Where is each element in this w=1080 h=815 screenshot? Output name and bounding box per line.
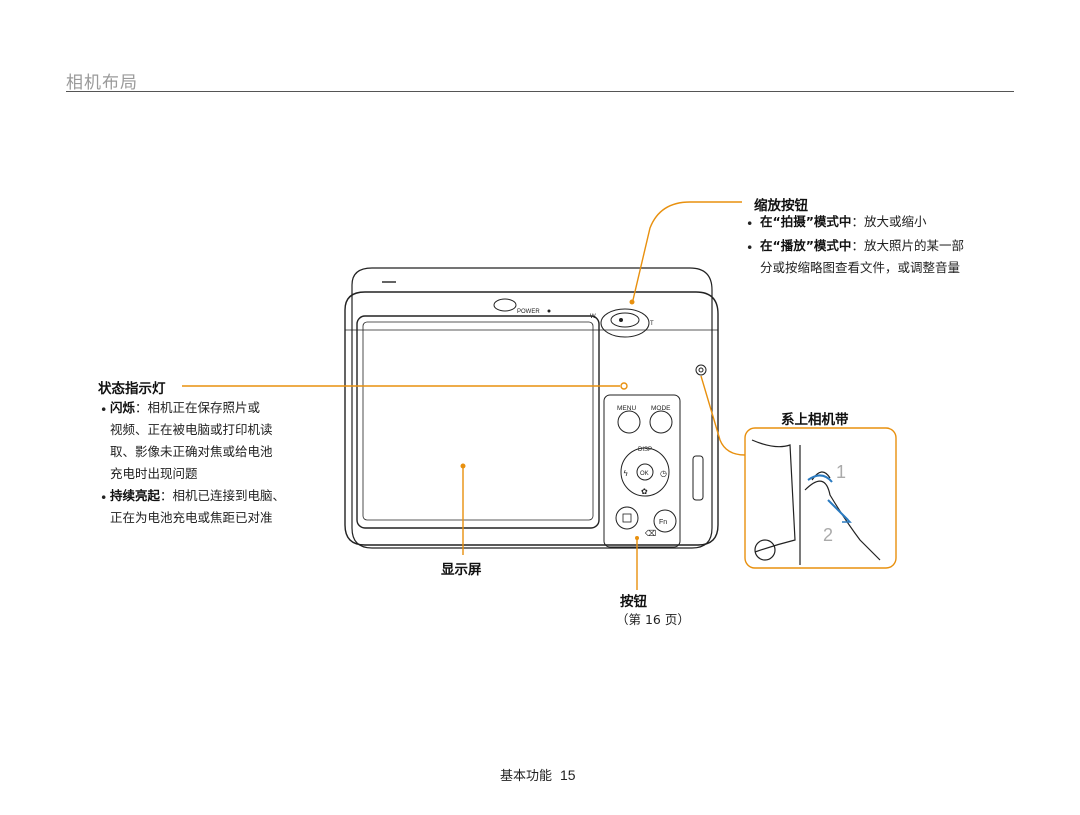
bullet-icon: •	[100, 490, 108, 505]
strap-lug	[692, 364, 707, 501]
mode-label: MODE	[651, 405, 671, 412]
status-steady-desc: 持续亮起：相机已连接到电脑、	[110, 488, 286, 503]
camera-body	[344, 267, 719, 549]
section-title: 相机布局	[66, 73, 138, 93]
status-blink-desc: 闪烁：相机正在保存照片或	[110, 400, 261, 415]
zoom-playback-desc: 在“播放”模式中：放大照片的某一部	[760, 238, 964, 253]
lcd-screen	[356, 315, 600, 529]
svg-text:ϟ: ϟ	[623, 469, 628, 478]
status-light-title: 状态指示灯	[98, 381, 166, 397]
bullet-icon: •	[746, 216, 754, 231]
disp-label: DISP	[638, 447, 652, 453]
zoom-shooting-desc: 在“拍摄”模式中：放大或缩小	[760, 214, 927, 229]
zoom-dot	[629, 299, 635, 305]
strap-step-1: 1	[836, 462, 846, 482]
buttons-title: 按钮	[620, 594, 647, 610]
status-steady-desc-2: 正在为电池充电或焦距已对准	[110, 510, 273, 525]
footer-label: 基本功能	[500, 769, 553, 784]
fn-label: Fn	[659, 519, 667, 526]
display-title: 显示屏	[441, 562, 482, 578]
page-number: 15	[560, 767, 576, 783]
power-label: POWER	[517, 309, 540, 315]
strap-inset	[751, 439, 881, 565]
svg-text:T: T	[650, 321, 654, 327]
callout-lines	[182, 201, 897, 590]
buttons-page-ref: （第 16 页）	[616, 612, 690, 627]
status-blink-desc-3: 取、影像未正确对焦或给电池	[110, 444, 273, 459]
zoom-playback-desc-2: 分或按缩略图查看文件，或调整音量	[760, 260, 961, 275]
svg-text:◷: ◷	[660, 469, 667, 478]
ok-label: OK	[640, 471, 649, 477]
zoom-button-title: 缩放按钮	[754, 198, 808, 214]
title-rule	[66, 91, 1014, 92]
strap-step-2: 2	[823, 525, 833, 545]
strap-title: 系上相机带	[781, 412, 849, 428]
status-blink-desc-2: 视频、正在被电脑或打印机读	[110, 422, 273, 437]
svg-text:✿: ✿	[641, 487, 648, 496]
page-footer: 基本功能 15	[500, 765, 576, 784]
button-panel: MENU MODE DISP OK ϟ ◷ ✿ Fn ⌫	[603, 394, 681, 548]
menu-label: MENU	[617, 405, 636, 412]
power-button: POWER	[493, 298, 551, 315]
status-light	[620, 382, 628, 390]
svg-text:W: W	[590, 314, 596, 320]
bullet-icon: •	[100, 402, 108, 417]
strap-arrows	[807, 474, 852, 523]
shutter-zoom-dial: W T	[590, 308, 654, 338]
svg-text:⌫: ⌫	[645, 529, 656, 538]
bullet-icon: •	[746, 240, 754, 255]
button-dot	[635, 536, 639, 540]
display-dot	[460, 463, 466, 469]
status-blink-desc-4: 充电时出现问题	[110, 466, 198, 481]
